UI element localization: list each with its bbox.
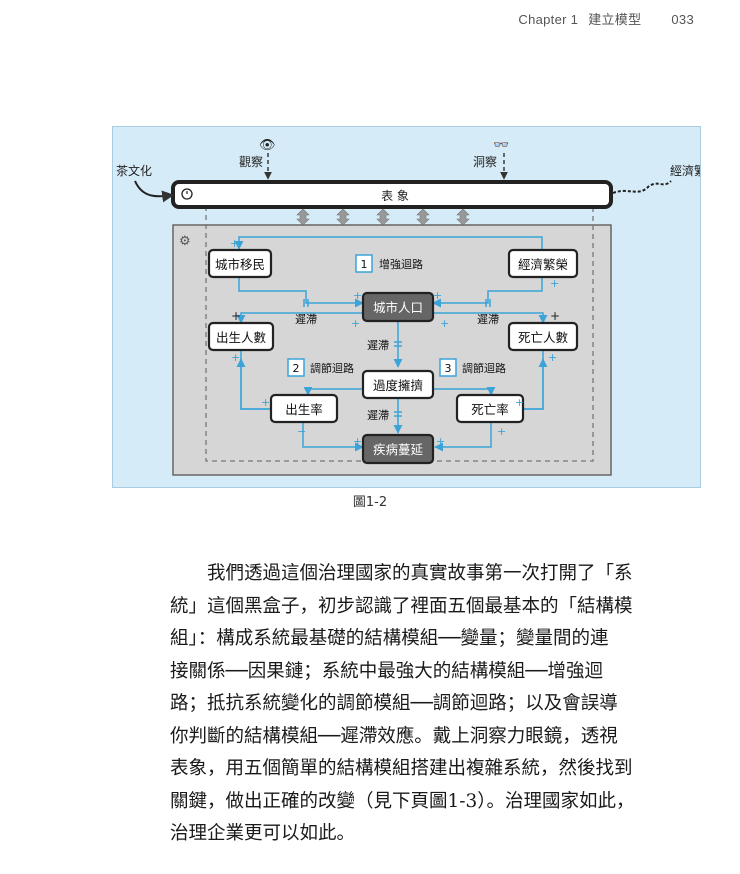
insight-label: 洞察: [473, 155, 497, 169]
delay-label-left: 遲滯: [295, 312, 317, 326]
node-economic-prosperity: [507, 248, 579, 279]
page-number: 033: [671, 12, 694, 27]
figure-caption: 圖1-2: [352, 495, 388, 510]
svg-text:+: +: [353, 289, 362, 302]
svg-text:2: 2: [293, 362, 300, 375]
node-urban-population: [361, 291, 435, 323]
paragraph-line: 接關係──因果鏈；系統中最強大的結構模組──增強迴: [170, 660, 604, 682]
paragraph-line: 組」：構成系統最基礎的結構模組──變量；變量間的連: [170, 628, 609, 649]
svg-text:死亡率: 死亡率: [471, 402, 509, 417]
node-death-rate: [455, 393, 525, 424]
causal-links: [234, 236, 548, 452]
svg-text:出生人數: 出生人數: [216, 330, 267, 345]
diagram-svg: ⚙ 表 象 茶文化 經濟繁榮 👁 觀察 👓 洞察: [116, 138, 700, 476]
observe-label: 觀察: [239, 155, 263, 169]
delay-label-mid2: 遲滯: [367, 408, 389, 422]
paragraph-line: 路；抵抗系統變化的調節模組──調節迴路；以及會誤導: [170, 693, 618, 714]
delay-label-right: 遲滯: [477, 312, 499, 326]
svg-text:疾病蔓延: 疾病蔓延: [373, 442, 424, 457]
loop1-label: 增強迴路: [379, 257, 423, 271]
svg-text:城市移民: 城市移民: [215, 257, 265, 272]
svg-text:死亡人數: 死亡人數: [518, 330, 569, 345]
svg-text:+: +: [550, 309, 560, 323]
loop2-label: 調節迴路: [310, 361, 354, 375]
svg-text:+: +: [497, 425, 506, 438]
svg-text:+: +: [436, 435, 445, 448]
svg-text:+: +: [231, 309, 241, 323]
econ-outside-label: 經濟繁榮: [670, 163, 700, 178]
svg-text:出生率: 出生率: [285, 402, 323, 417]
paragraph-line: 表象，用五個簡單的結構模組搭建出複雜系統，然後找到: [170, 758, 633, 779]
node-death-count: [507, 321, 579, 352]
chapter-title: 建立模型: [588, 12, 642, 27]
transfer-arrows: [296, 208, 470, 226]
node-city-migration: [207, 248, 273, 279]
svg-text:+: +: [351, 317, 360, 330]
node-birth-rate: [269, 393, 339, 424]
glasses-icon: 👓: [493, 138, 509, 153]
loop2-badge: [287, 358, 305, 377]
svg-text:+: +: [515, 396, 524, 409]
paragraph-line: 我們透過這個治理國家的真實故事第一次打開了「系: [207, 563, 633, 584]
svg-text:+: +: [548, 351, 557, 364]
svg-text:+: +: [550, 277, 559, 290]
eye-icon: 👁: [259, 138, 276, 153]
node-birth-count: [207, 321, 275, 352]
node-disease-spread: [361, 433, 435, 465]
loop3-badge: [439, 358, 457, 377]
loop1-badge: [355, 254, 373, 273]
gear-icon: ⚙: [179, 234, 191, 249]
polarity-signs: + + + + + + + + − + + + + +: [230, 237, 559, 448]
watch-icon: [181, 188, 193, 200]
svg-text:−: −: [297, 425, 306, 438]
body-paragraph: 我們透過這個治理國家的真實故事第一次打開了「系 統」這個黑盒子，初步認識了裡面五…: [170, 558, 645, 851]
system-diagram: ⚙ 表 象 茶文化 經濟繁榮 👁 觀察 👓 洞察: [112, 126, 701, 488]
svg-text:城市人口: 城市人口: [373, 300, 423, 315]
svg-text:3: 3: [445, 362, 452, 375]
svg-text:過度擁擠: 過度擁擠: [373, 378, 424, 393]
svg-text:1: 1: [361, 258, 368, 271]
paragraph-line: 統」這個黑盒子，初步認識了裡面五個最基本的「結構模: [170, 595, 633, 617]
chapter-label: Chapter 1: [518, 12, 579, 27]
node-overcrowding: [361, 369, 435, 400]
paragraph-line: 關鍵，做出正確的改變（見下頁圖1-3）。治理國家如此，: [170, 790, 635, 812]
loop3-label: 調節迴路: [462, 361, 506, 375]
svg-text:經濟繁榮: 經濟繁榮: [518, 257, 568, 272]
svg-text:+: +: [440, 317, 449, 330]
svg-text:+: +: [230, 237, 239, 250]
boundary-dashed: [205, 197, 594, 462]
delay-label-mid1: 遲滯: [367, 338, 389, 352]
svg-text:+: +: [261, 396, 270, 409]
svg-text:+: +: [231, 351, 240, 364]
running-head: Chapter 1 建立模型 033: [518, 9, 694, 28]
svg-text:+: +: [353, 435, 362, 448]
delay-marks: [303, 299, 491, 417]
appearance-label: 表 象: [381, 189, 409, 203]
svg-text:+: +: [433, 289, 442, 302]
paragraph-line: 治理企業更可以如此。: [170, 823, 356, 844]
tea-culture-label: 茶文化: [116, 163, 152, 178]
paragraph-line: 你判斷的結構模組──遲滯效應。戴上洞察力眼鏡，透視: [170, 725, 618, 747]
